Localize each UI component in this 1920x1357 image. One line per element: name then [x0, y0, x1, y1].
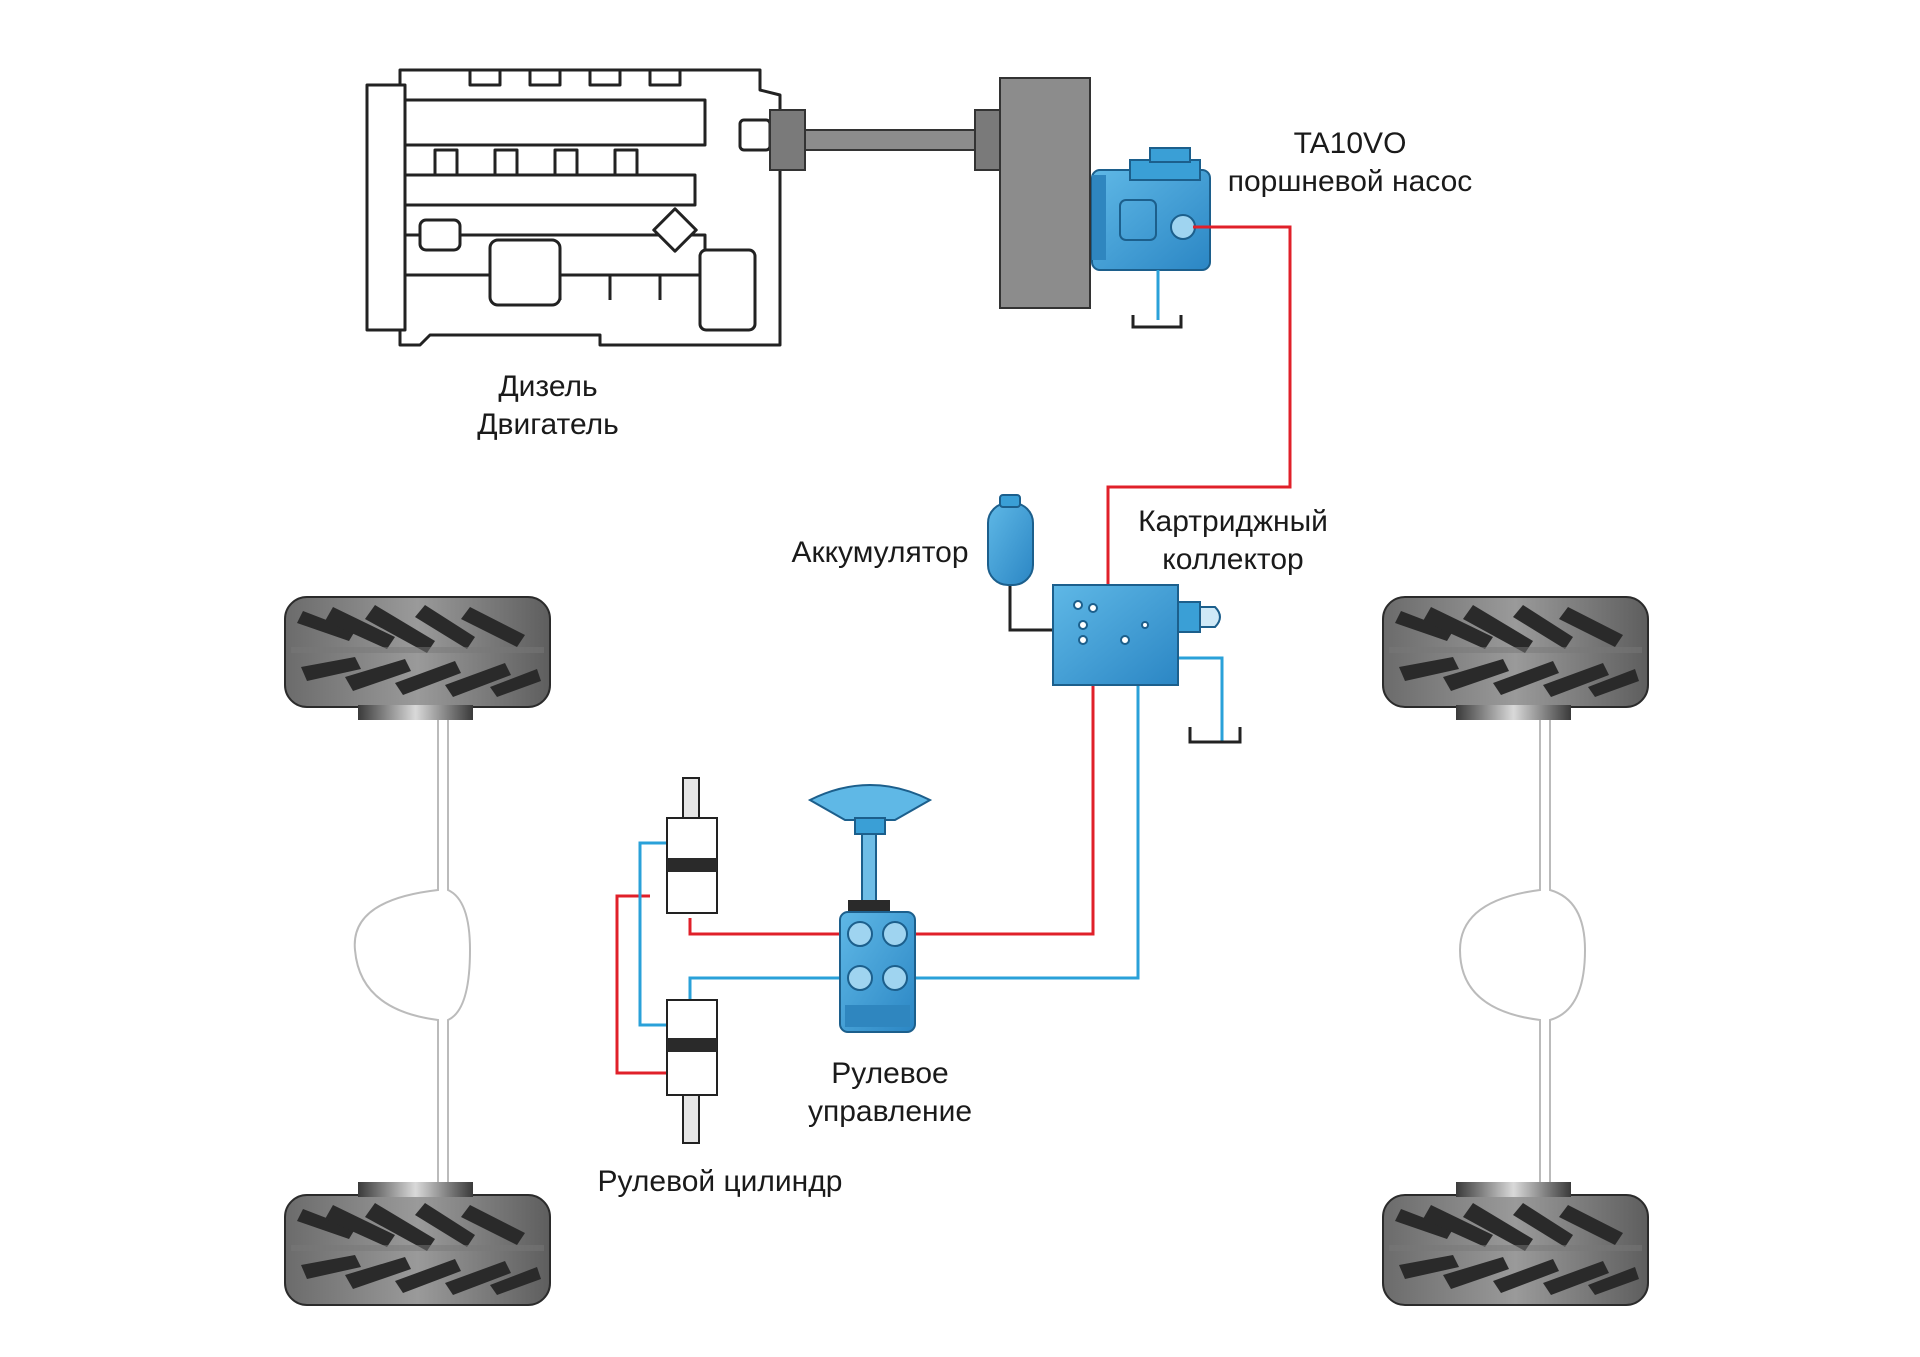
steering-unit-icon [807, 784, 933, 1033]
pump-drive-housing [999, 77, 1091, 309]
piston-pump-icon [1091, 147, 1211, 271]
wheel-hub [358, 1182, 473, 1197]
pressure-lines [615, 225, 1292, 1075]
steering-cylinder-label: Рулевой цилиндр [585, 1163, 855, 1201]
pump-label-line1: TA10VO [1293, 127, 1407, 160]
pump-label-line2: поршневой насос [1227, 165, 1473, 198]
tank-symbol-icon [1131, 315, 1183, 329]
manifold-label-line2: коллектор [1162, 543, 1304, 576]
manifold-label-line1: Картриджный [1138, 505, 1328, 538]
engine-label: Дизель Двигатель [448, 368, 648, 444]
tire-icon [284, 1194, 551, 1306]
tire-icon [284, 596, 551, 708]
engine-label-line2: Двигатель [477, 408, 619, 441]
hydraulic-cylinder-icon [666, 777, 718, 914]
drive-shaft [769, 109, 1006, 171]
steering-unit-label: Рулевое управление [795, 1055, 985, 1131]
tank-symbol-icon-manifold [1188, 727, 1242, 744]
steering-cylinder-label-text: Рулевой цилиндр [597, 1165, 843, 1198]
wheel-hub [1456, 1182, 1571, 1197]
cartridge-manifold-icon [1052, 584, 1221, 686]
wheel-hub [358, 705, 473, 720]
chassis-outline [353, 718, 1587, 1185]
steering-unit-label-line1: Рулевое [831, 1057, 949, 1090]
manifold-label: Картриджный коллектор [1118, 503, 1348, 579]
accumulator-label-text: Аккумулятор [791, 536, 969, 569]
accumulator-label: Аккумулятор [780, 534, 980, 572]
tire-icon [1382, 596, 1649, 708]
tire-icon [1382, 1194, 1649, 1306]
hydraulic-cylinder-icon-lower [666, 999, 718, 1144]
steering-unit-label-line2: управление [807, 1095, 973, 1128]
diesel-engine-icon [365, 68, 782, 347]
return-lines [638, 656, 1224, 1027]
accumulator-line [1008, 585, 1053, 632]
engine-label-line1: Дизель [498, 370, 598, 403]
wheel-hub [1456, 705, 1571, 720]
accumulator-icon [987, 494, 1034, 586]
pump-label: TA10VO поршневой насос [1210, 125, 1490, 201]
